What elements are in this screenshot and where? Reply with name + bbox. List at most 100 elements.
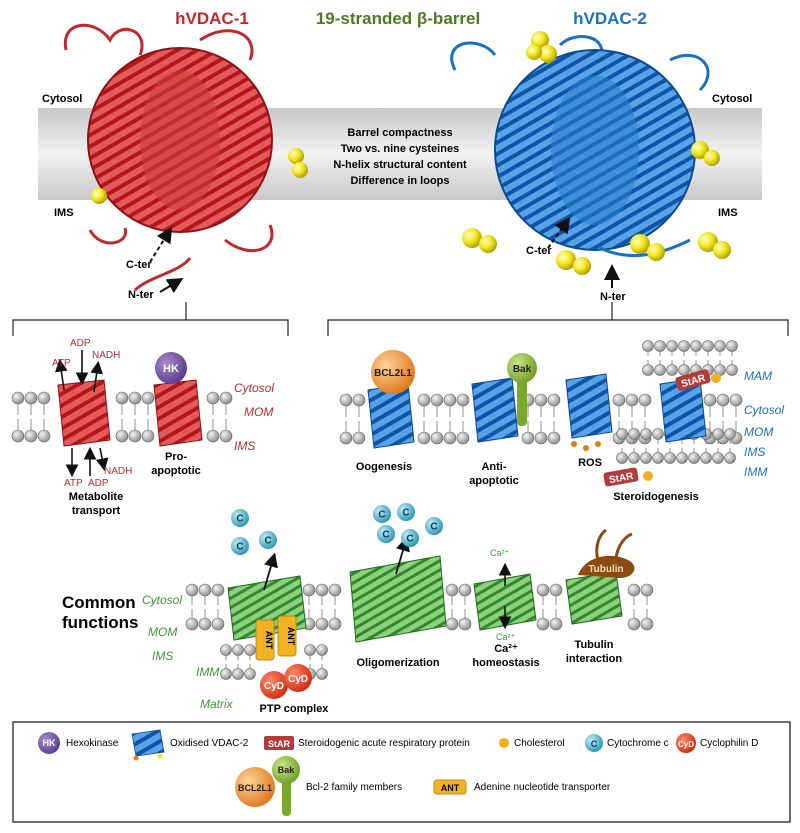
legend-oxidised: Oxidised VDAC-2 [170, 738, 249, 749]
vdac1-mom: MOM [244, 405, 273, 419]
anti-apoptotic-1: Anti- [481, 461, 506, 473]
ros-dot [595, 441, 601, 447]
cter-arrow-left [149, 226, 173, 263]
legend-ant-desc: Adenine nucleotide transporter [474, 782, 611, 793]
common-cytosol: Cytosol [142, 593, 182, 607]
cytochrome-c-ball [231, 537, 249, 555]
adp-top: ADP [70, 338, 91, 349]
legend-cholesterol: Cholesterol [514, 738, 565, 749]
legend-bak-stem [282, 774, 291, 816]
lipid-head [443, 431, 457, 445]
lipid-head [521, 431, 535, 445]
lipid-head [652, 428, 664, 440]
legend-hk-ball [38, 732, 60, 754]
lipid-head [185, 583, 199, 597]
lipid-head [316, 644, 328, 656]
lipid-head [198, 583, 212, 597]
vdac1-structure [63, 23, 274, 292]
lipid-head [445, 583, 459, 597]
lipid-head [666, 364, 678, 376]
legend-box [12, 721, 791, 823]
vdac2-imm: IMM [744, 465, 767, 479]
legend-bak-ball [272, 756, 300, 784]
nter-arrow-left [159, 277, 184, 294]
star-bottom-label: StAR [608, 471, 635, 486]
legend-bcl2: Bcl-2 family members [306, 782, 402, 793]
cytochrome-c-ball [373, 505, 391, 523]
lipid-head [654, 364, 666, 376]
lipid-head [328, 617, 342, 631]
ca-bottom: Ca²⁺ [496, 632, 516, 642]
oligomerization-label: Oligomerization [356, 657, 439, 669]
cysteine-ball [526, 44, 542, 60]
legend-oxidised-dot [157, 753, 163, 759]
legend-cyd-ball [676, 733, 696, 753]
atp-bottom: ATP [64, 478, 83, 489]
cholesterol-dot [711, 373, 721, 383]
lipid-head [24, 391, 38, 405]
legend-bak-label: Bak [278, 765, 296, 775]
lipid-head [219, 391, 233, 405]
lipid-head [198, 617, 212, 631]
legend-hexokinase: Hexokinase [66, 738, 119, 749]
cytochrome-c-label: C [264, 536, 271, 547]
cysteine-ball [462, 228, 482, 248]
lipid-head [638, 393, 652, 407]
pro-apoptotic-1: Pro- [165, 451, 187, 463]
cholesterol-dot [643, 471, 653, 481]
bcl2l1-label: BCL2L1 [374, 368, 412, 379]
lipid-head [315, 617, 329, 631]
cysteine-ball [691, 141, 709, 159]
lipid-head [700, 452, 712, 464]
metabolite-arrow [90, 360, 103, 393]
metabolite-arrow [55, 358, 68, 391]
ca-top: Ca²⁺ [490, 548, 510, 558]
bak-ball [507, 353, 537, 383]
lipid-head [430, 393, 444, 407]
lipid-head [211, 583, 225, 597]
legend-star-label: StAR [268, 739, 290, 749]
lipid-head [690, 340, 702, 352]
membrane-vdac1 [11, 391, 233, 443]
lipid-head [219, 429, 233, 443]
lipid-head [302, 583, 316, 597]
lipid-head [664, 452, 676, 464]
cysteine-ball [713, 241, 731, 259]
ims-label-left: IMS [54, 207, 74, 219]
cter-label-left: C-ter [126, 259, 152, 271]
hk-ball [155, 352, 187, 384]
star-bottom [603, 467, 639, 487]
lipid-head [640, 452, 652, 464]
lipid-head [339, 393, 353, 407]
metabolite-label-1: Metabolite [69, 491, 123, 503]
lipid-head [628, 452, 640, 464]
bracket-vdac1 [12, 302, 289, 336]
cytochrome-c-ball [425, 517, 443, 535]
lipid-head [724, 428, 736, 440]
lipid-head [11, 391, 25, 405]
lipid-head [549, 617, 563, 631]
lipid-head [712, 428, 724, 440]
ims-label-right: IMS [718, 207, 738, 219]
vdac1-channel [57, 379, 111, 447]
legend-ant-label: ANT [441, 783, 460, 793]
ca-homeostasis-2: homeostasis [472, 657, 539, 669]
lipid-head [642, 340, 654, 352]
ros-dot [583, 445, 589, 451]
common-title-1: Common [62, 593, 136, 612]
bak-label: Bak [513, 364, 532, 375]
vdac1-cytosol: Cytosol [234, 381, 274, 395]
cysteine-ball [704, 150, 720, 166]
lipid-head [534, 431, 548, 445]
lipid-head [352, 393, 366, 407]
legend-bcl2l1-ball [235, 767, 275, 807]
ca-homeostasis-1: Ca²⁺ [494, 643, 518, 655]
cyd-label: CyD [288, 674, 308, 685]
lipid-head [445, 617, 459, 631]
lipid-head [430, 431, 444, 445]
lipid-head [627, 583, 641, 597]
common-title-2: functions [62, 613, 139, 632]
cytochrome-c-label: C [430, 522, 437, 533]
